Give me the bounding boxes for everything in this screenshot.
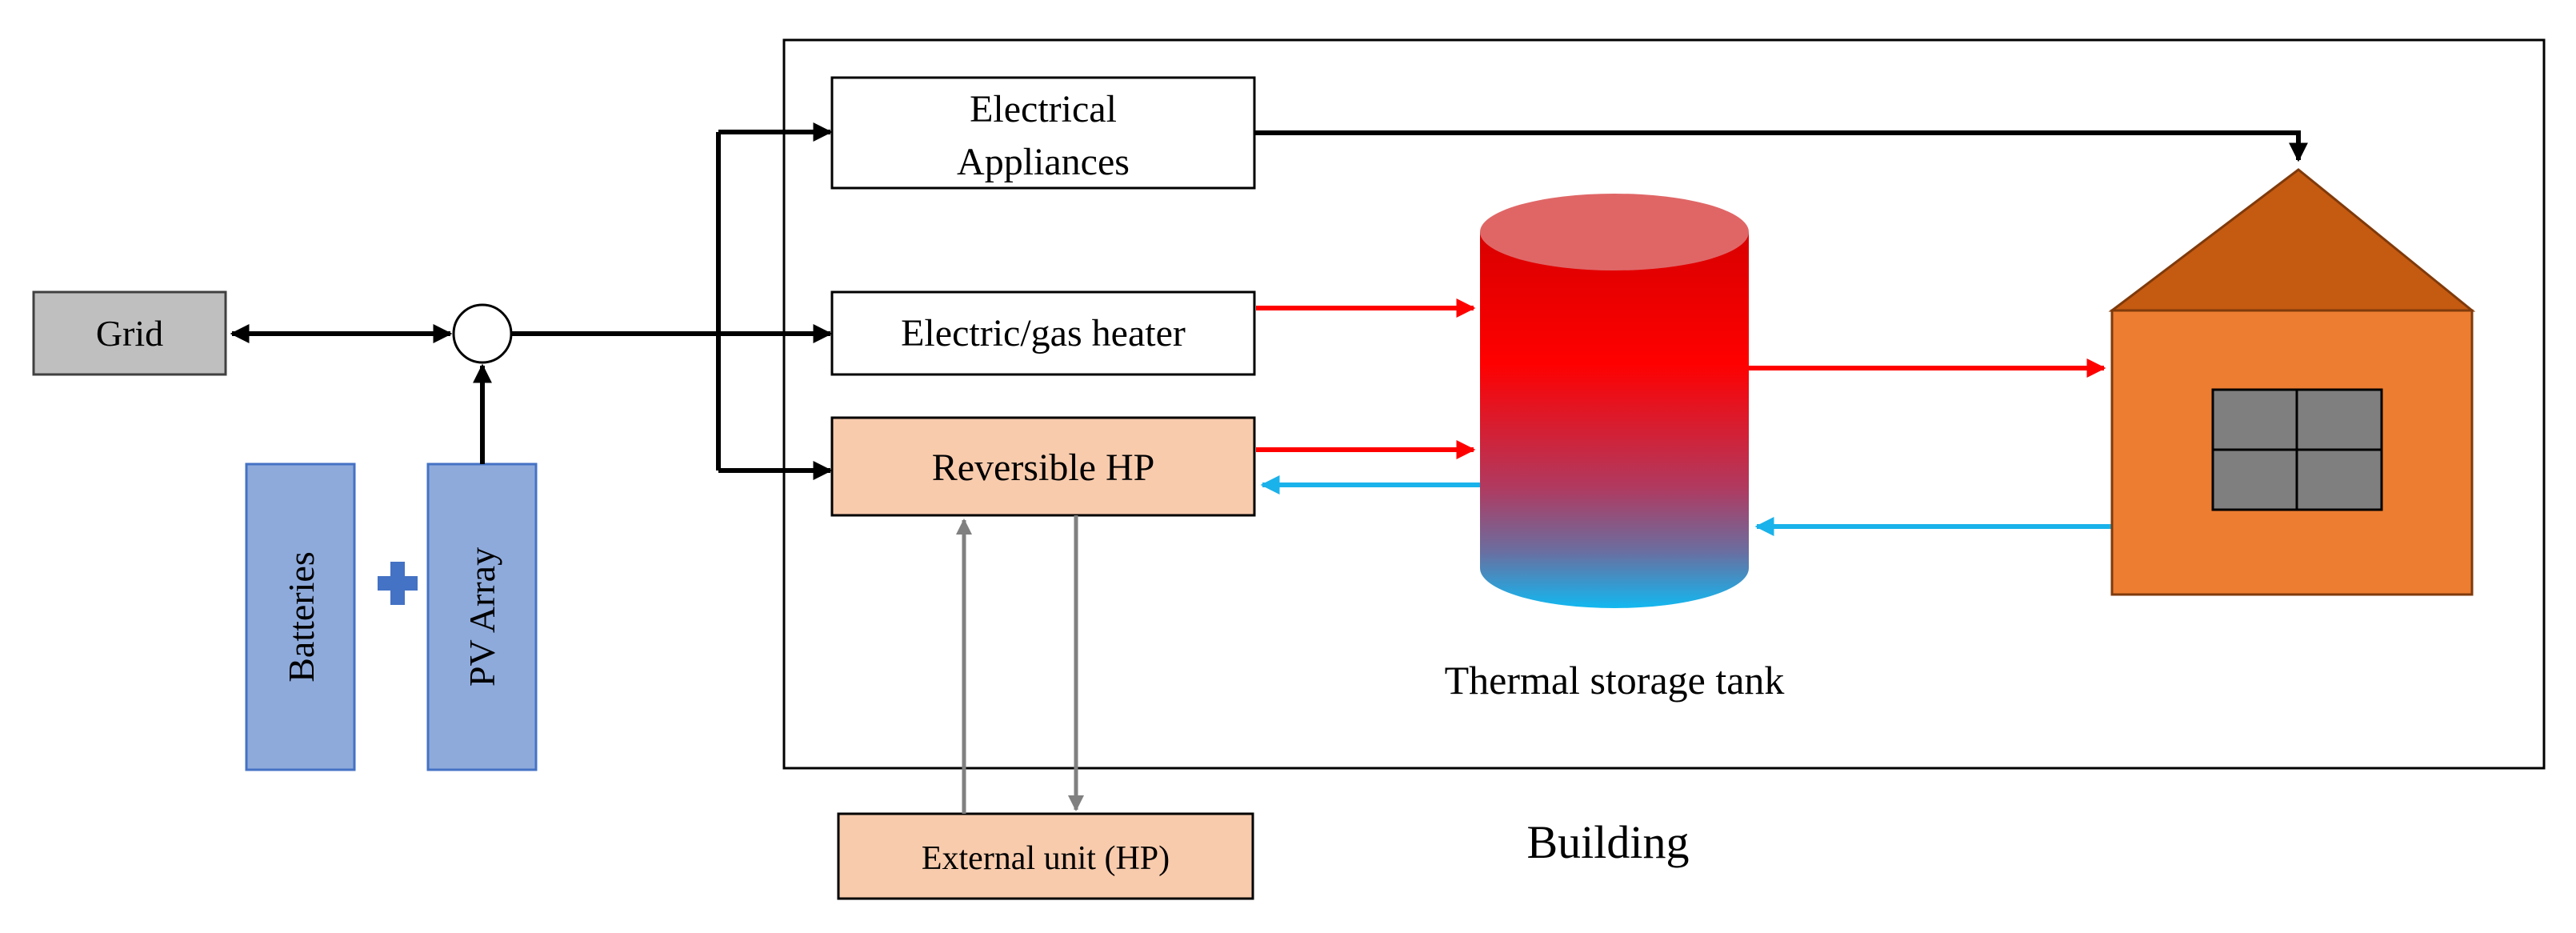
house-roof [2108,168,2476,312]
batteries-box: Batteries [245,462,356,771]
heater-box: Electric/gas heater [830,290,1256,376]
electrical-appliances-box: Electrical Appliances [830,76,1256,190]
pv-array-box: PV Array [426,462,538,771]
plus-icon [378,562,418,605]
window-icon [2211,388,2383,511]
external-unit-label: External unit (HP) [922,840,1170,877]
heater-label: Electric/gas heater [901,312,1186,354]
batteries-label: Batteries [281,551,322,683]
external-unit-box: External unit (HP) [837,812,1254,900]
appliances-house-arrow [1254,130,2308,162]
reversible-hp-label: Reversible HP [932,446,1155,489]
building-label: Building [1526,816,1689,868]
electrical-appliances-label-line1: Electrical [970,88,1117,130]
junction-node [452,303,513,364]
grid-label: Grid [96,313,163,354]
pv-array-label: PV Array [462,547,502,687]
house-body [2110,309,2474,596]
grid-box: Grid [32,290,227,376]
cylinder-tank-icon [1480,194,1749,608]
electrical-appliances-label-line2: Appliances [957,141,1130,183]
thermal-storage-tank-label: Thermal storage tank [1445,658,1785,703]
building-boundary [782,38,2546,770]
reversible-hp-box: Reversible HP [830,416,1256,517]
house-icon [2108,168,2476,596]
